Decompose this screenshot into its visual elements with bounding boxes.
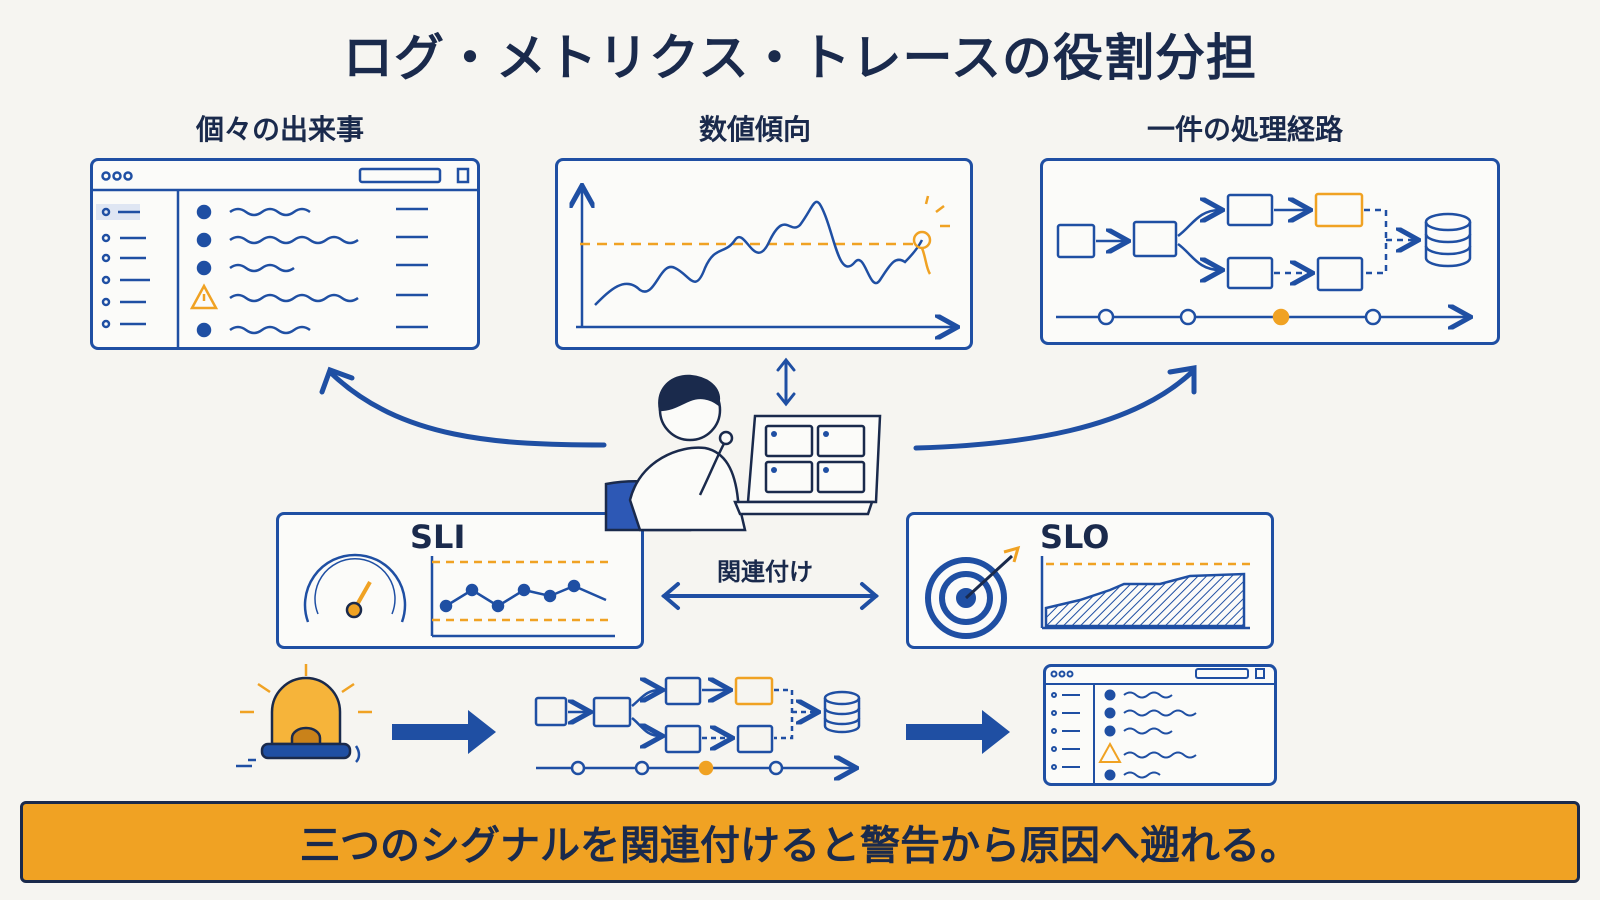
database-icon <box>1424 212 1472 268</box>
gauge-icon <box>303 553 407 623</box>
bottom-logs-window <box>1044 668 1275 784</box>
arrow-right-icon <box>906 710 1010 754</box>
sli-title: SLI <box>410 518 466 556</box>
alarm-siren-icon <box>236 664 372 768</box>
metrics-label: 数値傾向 <box>698 113 811 146</box>
summary-banner: 三つのシグナルを関連付けると警告から原因へ遡れる。 <box>20 801 1580 883</box>
warning-icon <box>189 283 219 310</box>
target-icon <box>925 545 1021 639</box>
slo-chart <box>1040 556 1250 630</box>
sli-panel <box>276 512 644 649</box>
database-icon <box>823 690 861 734</box>
logs-label: 個々の出来事 <box>195 113 364 146</box>
traces-label: 一件の処理経路 <box>1146 113 1343 146</box>
logs-window <box>92 167 478 348</box>
sli-chart <box>430 556 615 638</box>
arrow-right-icon <box>392 710 496 754</box>
metrics-chart <box>576 188 955 328</box>
traces-flow <box>1056 192 1472 324</box>
page-title: ログ・メトリクス・トレースの役割分担 <box>343 29 1257 87</box>
summary-text: 三つのシグナルを関連付けると警告から原因へ遡れる。 <box>300 823 1300 869</box>
bottom-traces-flow <box>534 676 861 774</box>
person-with-laptop-icon <box>604 374 882 532</box>
curved-arrows <box>319 357 1197 451</box>
browser-dots-icon <box>101 171 111 181</box>
metrics-panel <box>555 158 973 350</box>
association-label: 関連付け <box>717 558 813 586</box>
warning-icon <box>1098 741 1122 763</box>
association-arrow <box>660 582 880 610</box>
slo-title: SLO <box>1040 518 1110 556</box>
